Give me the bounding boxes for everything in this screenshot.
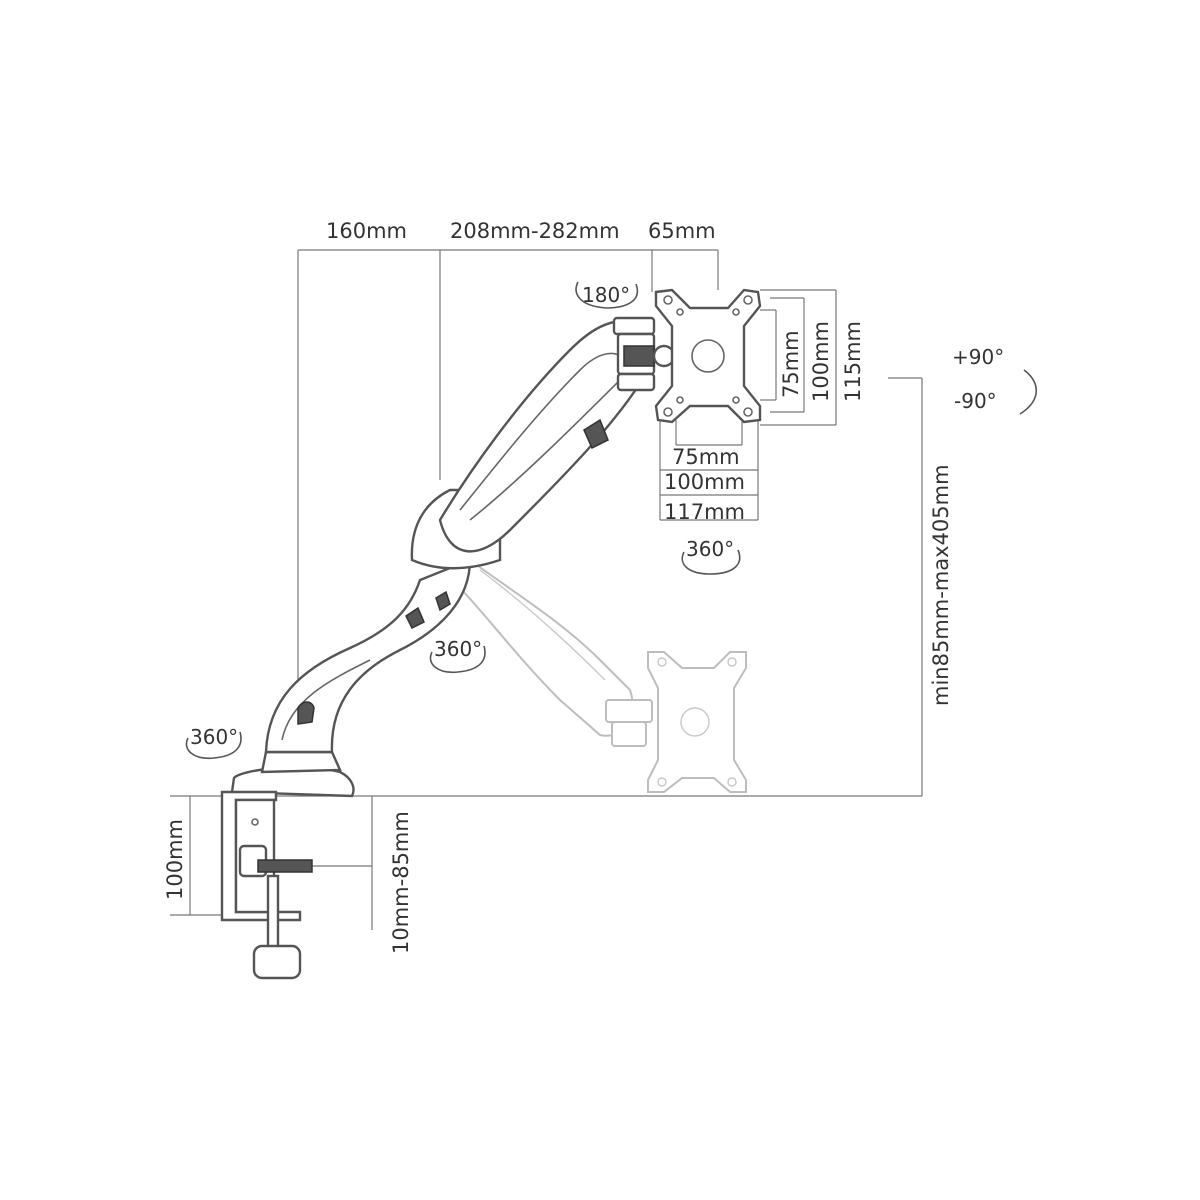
vesa-width-100-label: 100mm — [664, 470, 745, 494]
dimension-lines — [170, 249, 923, 930]
vesa-height-75-label: 75mm — [779, 330, 803, 398]
height-range-label: min85mm-max405mm — [929, 464, 953, 706]
arm-segment-1-label: 160mm — [326, 219, 407, 243]
clamp-height-label: 100mm — [163, 819, 187, 900]
arm-segment-2-label: 208mm-282mm — [450, 219, 620, 243]
plate-width-label: 117mm — [664, 500, 745, 524]
plate-height-label: 115mm — [841, 321, 865, 402]
tilt-up-label: +90° — [952, 345, 1004, 369]
monitor-arm — [230, 288, 762, 798]
desk-clamp — [220, 790, 313, 980]
lowered-arm-ghost — [460, 558, 747, 793]
base-rotation-label: 360° — [190, 725, 238, 749]
tilt-down-label: -90° — [954, 389, 997, 413]
desk-thickness-label: 10mm-85mm — [389, 811, 413, 954]
vesa-width-75-label: 75mm — [672, 445, 740, 469]
elbow-rotation-label: 360° — [434, 637, 482, 661]
vesa-height-100-label: 100mm — [809, 321, 833, 402]
rotation-arrows — [185, 281, 1037, 760]
plate-rotation-label: 360° — [686, 537, 734, 561]
head-swivel-label: 180° — [582, 283, 630, 307]
head-offset-label: 65mm — [648, 219, 716, 243]
